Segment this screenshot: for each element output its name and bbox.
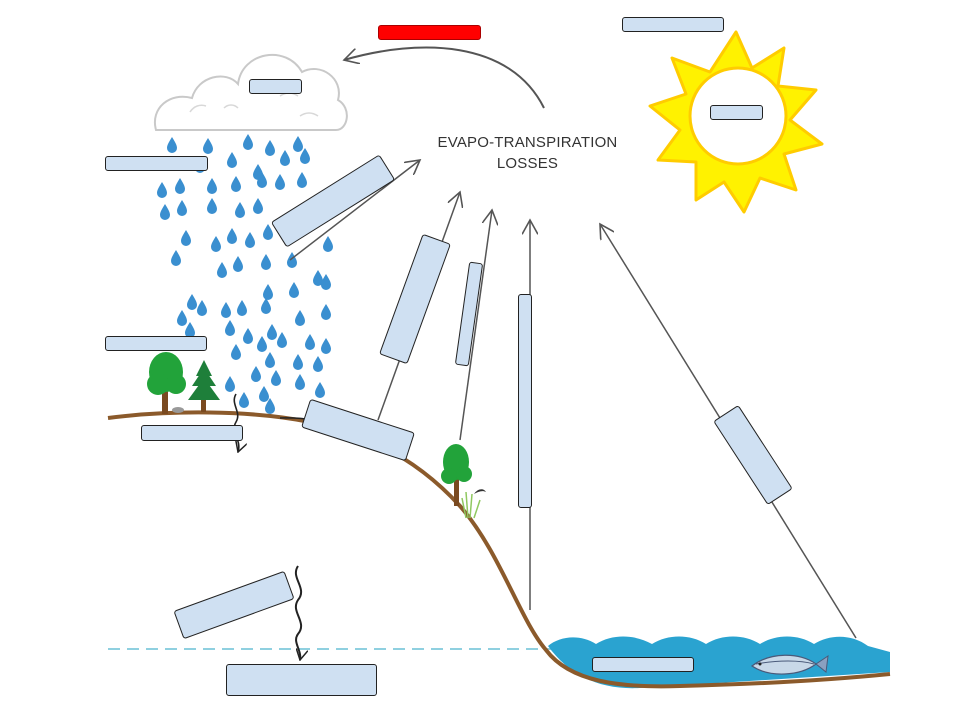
raindrop-icon — [321, 338, 331, 354]
raindrop-icon — [235, 202, 245, 218]
raindrop-icon — [277, 332, 287, 348]
water-body — [548, 636, 890, 689]
raindrop-icon — [263, 284, 273, 300]
raindrop-icon — [227, 228, 237, 244]
raindrop-icon — [275, 174, 285, 190]
raindrop-icon — [315, 382, 325, 398]
bird-icon — [474, 489, 486, 494]
evapotranspiration-title: EVAPO-TRANSPIRATION LOSSES — [420, 132, 635, 174]
label-box-sun-center[interactable] — [710, 105, 763, 120]
label-box-groundwater[interactable] — [226, 664, 377, 696]
raindrop-icon — [167, 137, 177, 153]
label-box-sun-top[interactable] — [622, 17, 724, 32]
raindrop-icon — [305, 334, 315, 350]
label-box-infiltration[interactable] — [141, 425, 243, 441]
title-line-2: LOSSES — [496, 155, 559, 172]
label-box-soil-evaporation[interactable] — [518, 294, 532, 508]
raindrop-icon — [243, 328, 253, 344]
raindrop-icon — [239, 392, 249, 408]
raindrop-icon — [293, 136, 303, 152]
raindrop-icon — [225, 376, 235, 392]
raindrop-icon — [177, 200, 187, 216]
raindrop-icon — [280, 150, 290, 166]
raindrop-icon — [157, 182, 167, 198]
raindrop-icon — [263, 224, 273, 240]
sun-icon — [648, 30, 824, 214]
raindrop-icon — [160, 204, 170, 220]
raindrop-icon — [211, 236, 221, 252]
raindrop-icon — [267, 324, 277, 340]
raindrop-icon — [245, 232, 255, 248]
tree-icon — [441, 444, 472, 506]
raindrop-icon — [217, 262, 227, 278]
raindrop-icon — [207, 178, 217, 194]
raindrop-icon — [259, 386, 269, 402]
raindrop-icon — [221, 302, 231, 318]
rain — [157, 134, 333, 414]
label-box-cloud[interactable] — [249, 79, 302, 94]
raindrop-icon — [231, 176, 241, 192]
raindrop-icon — [187, 294, 197, 310]
raindrop-icon — [293, 354, 303, 370]
raindrop-icon — [197, 300, 207, 316]
raindrop-icon — [321, 304, 331, 320]
label-box-red[interactable] — [378, 25, 481, 40]
raindrop-icon — [321, 274, 331, 290]
tree-icon — [147, 352, 186, 414]
pine-tree-icon — [188, 360, 220, 412]
raindrop-icon — [181, 230, 191, 246]
raindrop-icon — [177, 310, 187, 326]
raindrop-icon — [253, 198, 263, 214]
raindrop-icon — [251, 366, 261, 382]
raindrop-icon — [243, 134, 253, 150]
ground-line — [107, 410, 891, 689]
raindrop-icon — [313, 356, 323, 372]
raindrop-icon — [171, 250, 181, 266]
grass-icon — [461, 491, 481, 519]
label-box-vegetation[interactable] — [105, 336, 207, 351]
raindrop-icon — [237, 300, 247, 316]
raindrop-icon — [175, 178, 185, 194]
raindrop-icon — [257, 336, 267, 352]
raindrop-icon — [265, 140, 275, 156]
raindrop-icon — [265, 352, 275, 368]
raindrop-icon — [227, 152, 237, 168]
raindrop-icon — [287, 252, 297, 268]
raindrop-icon — [271, 370, 281, 386]
title-line-1: EVAPO-TRANSPIRATION — [437, 134, 618, 151]
raindrop-icon — [233, 256, 243, 272]
raindrop-icon — [323, 236, 333, 252]
raindrop-icon — [297, 172, 307, 188]
raindrop-icon — [289, 282, 299, 298]
raindrop-icon — [295, 374, 305, 390]
raindrop-icon — [261, 254, 271, 270]
raindrop-icon — [261, 298, 271, 314]
raindrop-icon — [231, 344, 241, 360]
raindrop-icon — [203, 138, 213, 154]
label-box-rain[interactable] — [105, 156, 208, 171]
raindrop-icon — [207, 198, 217, 214]
raindrop-icon — [295, 310, 305, 326]
fish-icon — [750, 654, 829, 675]
label-box-water-body[interactable] — [592, 657, 694, 672]
raindrop-icon — [225, 320, 235, 336]
